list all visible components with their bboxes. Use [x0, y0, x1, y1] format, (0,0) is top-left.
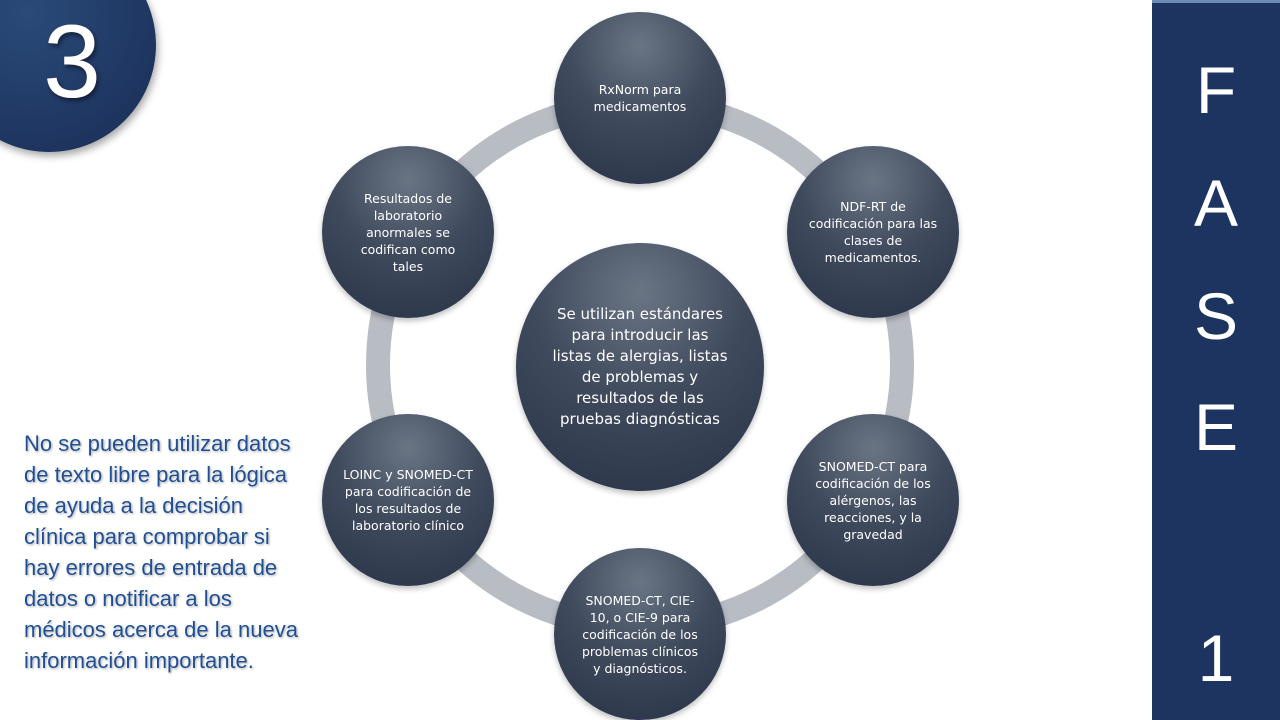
- sidebar-top-line: [1152, 0, 1280, 3]
- node-snomed-allergens-text: SNOMED-CT para codificación de los alérg…: [815, 458, 931, 542]
- node-loinc: LOINC y SNOMED-CT para codificación de l…: [322, 414, 494, 586]
- node-loinc-text: LOINC y SNOMED-CT para codificación de l…: [343, 467, 473, 533]
- step-number: 3: [43, 4, 101, 120]
- phase-letter-s: S: [1193, 279, 1239, 353]
- node-abnormal-results: Resultados de laboratorio anormales se c…: [322, 146, 494, 318]
- phase-letter-e: E: [1193, 390, 1239, 464]
- note-text: No se pueden utilizar datos de texto lib…: [24, 431, 298, 673]
- node-abnormal-results-text: Resultados de laboratorio anormales se c…: [360, 190, 456, 274]
- node-rxnorm-text: RxNorm para medicamentos: [593, 82, 687, 114]
- node-ndf-rt: NDF-RT de codificación para las clases d…: [787, 146, 959, 318]
- node-snomed-cie-text: SNOMED-CT, CIE-10, o CIE-9 para codifica…: [581, 592, 699, 676]
- phase-letter-f: F: [1195, 53, 1237, 127]
- center-node: Se utilizan estándares para introducir l…: [516, 243, 764, 491]
- node-ndf-rt-text: NDF-RT de codificación para las clases d…: [808, 199, 938, 265]
- phase-letter-a: A: [1193, 166, 1239, 240]
- phase-sidebar: F A S E 1: [1152, 0, 1280, 720]
- center-node-text: Se utilizan estándares para introducir l…: [552, 305, 728, 428]
- phase-number: 1: [1197, 621, 1235, 695]
- node-snomed-cie: SNOMED-CT, CIE-10, o CIE-9 para codifica…: [554, 548, 726, 720]
- node-rxnorm: RxNorm para medicamentos: [554, 12, 726, 184]
- node-snomed-allergens: SNOMED-CT para codificación de los alérg…: [787, 414, 959, 586]
